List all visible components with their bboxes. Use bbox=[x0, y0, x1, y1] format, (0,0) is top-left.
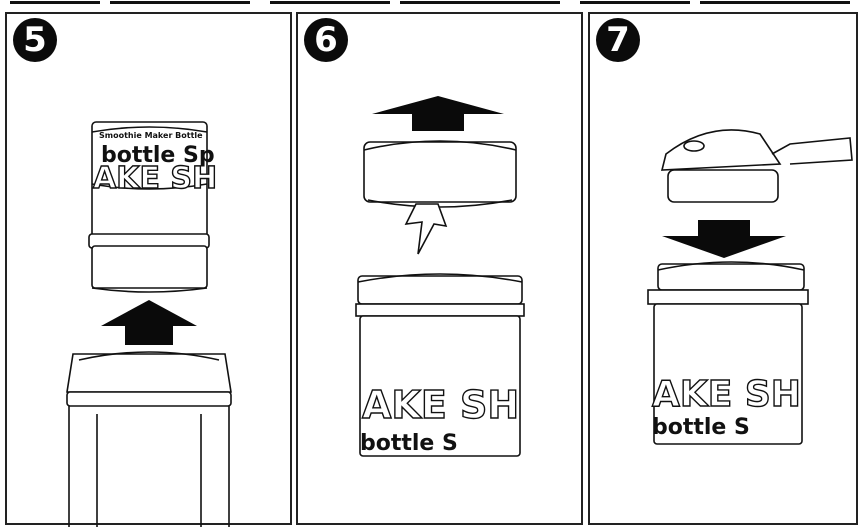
bottle bbox=[356, 274, 524, 456]
step-panel-5: 5 Smoothie Maker Bottle bottle Sp AKE SH bbox=[5, 12, 292, 525]
arrow-up bbox=[372, 96, 504, 131]
arrow-up bbox=[101, 300, 197, 345]
bottle-subtext: bottle S bbox=[652, 415, 750, 440]
bottle-brand-text: AKE SH bbox=[362, 383, 519, 427]
blade-assembly bbox=[364, 141, 516, 254]
blade-to-bottle-illustration: Smoothie Maker Bottle bottle Sp AKE SH bbox=[7, 14, 294, 527]
arrow-down bbox=[662, 220, 786, 258]
step-panel-6: 6 AKE SH bottle S bbox=[296, 12, 583, 525]
bottle-brand-text: AKE SH bbox=[652, 374, 801, 415]
step-panel-7: 7 AKE SH bottle S bbox=[588, 12, 858, 525]
bottle-subtext: bottle S bbox=[360, 431, 458, 456]
cup-brand-text: AKE SH bbox=[93, 161, 217, 196]
blade-base bbox=[67, 352, 231, 527]
cropped-top-text bbox=[0, 0, 862, 12]
cup-band-text: Smoothie Maker Bottle bbox=[99, 131, 203, 140]
flip-lid bbox=[662, 130, 852, 202]
remove-blade-illustration: AKE SH bottle S bbox=[298, 14, 585, 527]
attach-lid-illustration: AKE SH bottle S bbox=[590, 14, 860, 527]
